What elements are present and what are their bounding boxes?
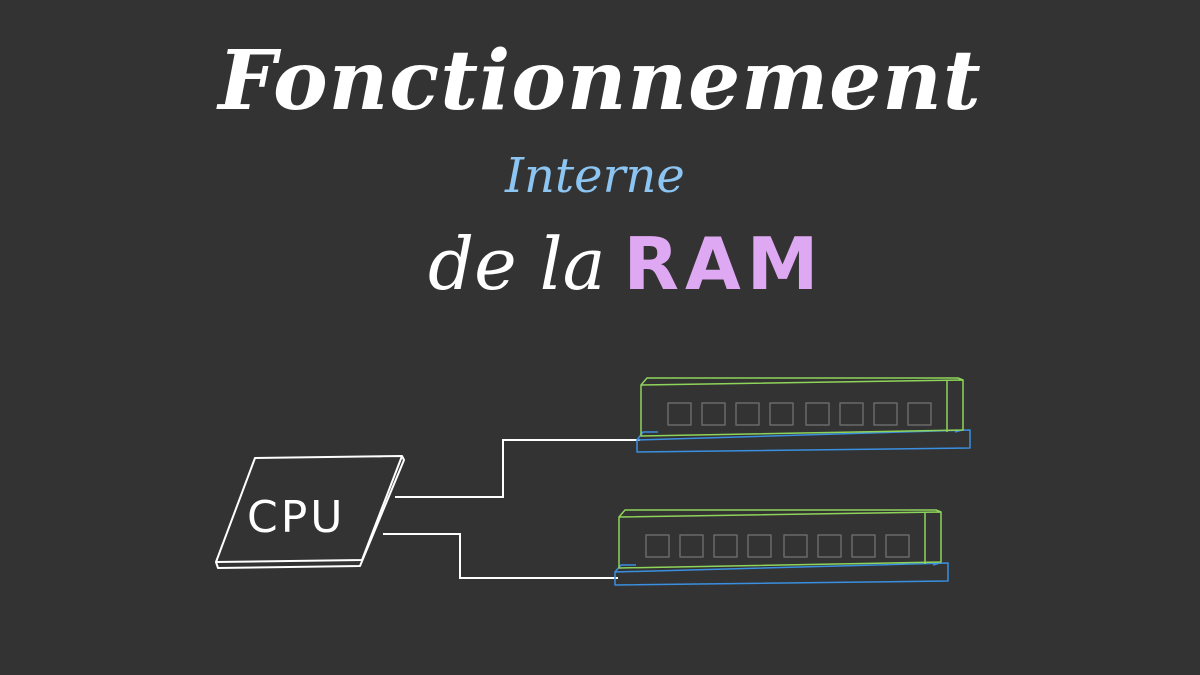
cpu-side-edge	[215, 455, 405, 569]
ram-chips-1	[667, 402, 932, 426]
ram-slot-2	[614, 562, 949, 586]
cpu-chip	[215, 455, 405, 569]
wire-to-ram-1	[395, 439, 640, 498]
ram-chips-2	[645, 534, 910, 558]
ram-stick-1	[640, 379, 964, 437]
ram-slot-1	[636, 429, 971, 453]
title-interne: Interne	[505, 148, 685, 204]
ram-module-1	[636, 377, 971, 453]
bus-wires	[383, 439, 640, 579]
cpu-label: CPU	[247, 492, 345, 543]
ram-stick-2	[618, 511, 942, 569]
title-de-la: de la	[428, 222, 606, 306]
ram-module-2	[614, 509, 949, 586]
title-ram: RAM	[623, 222, 825, 306]
wire-to-ram-2	[383, 533, 618, 579]
title-fonctionnement: Fonctionnement	[218, 33, 982, 129]
